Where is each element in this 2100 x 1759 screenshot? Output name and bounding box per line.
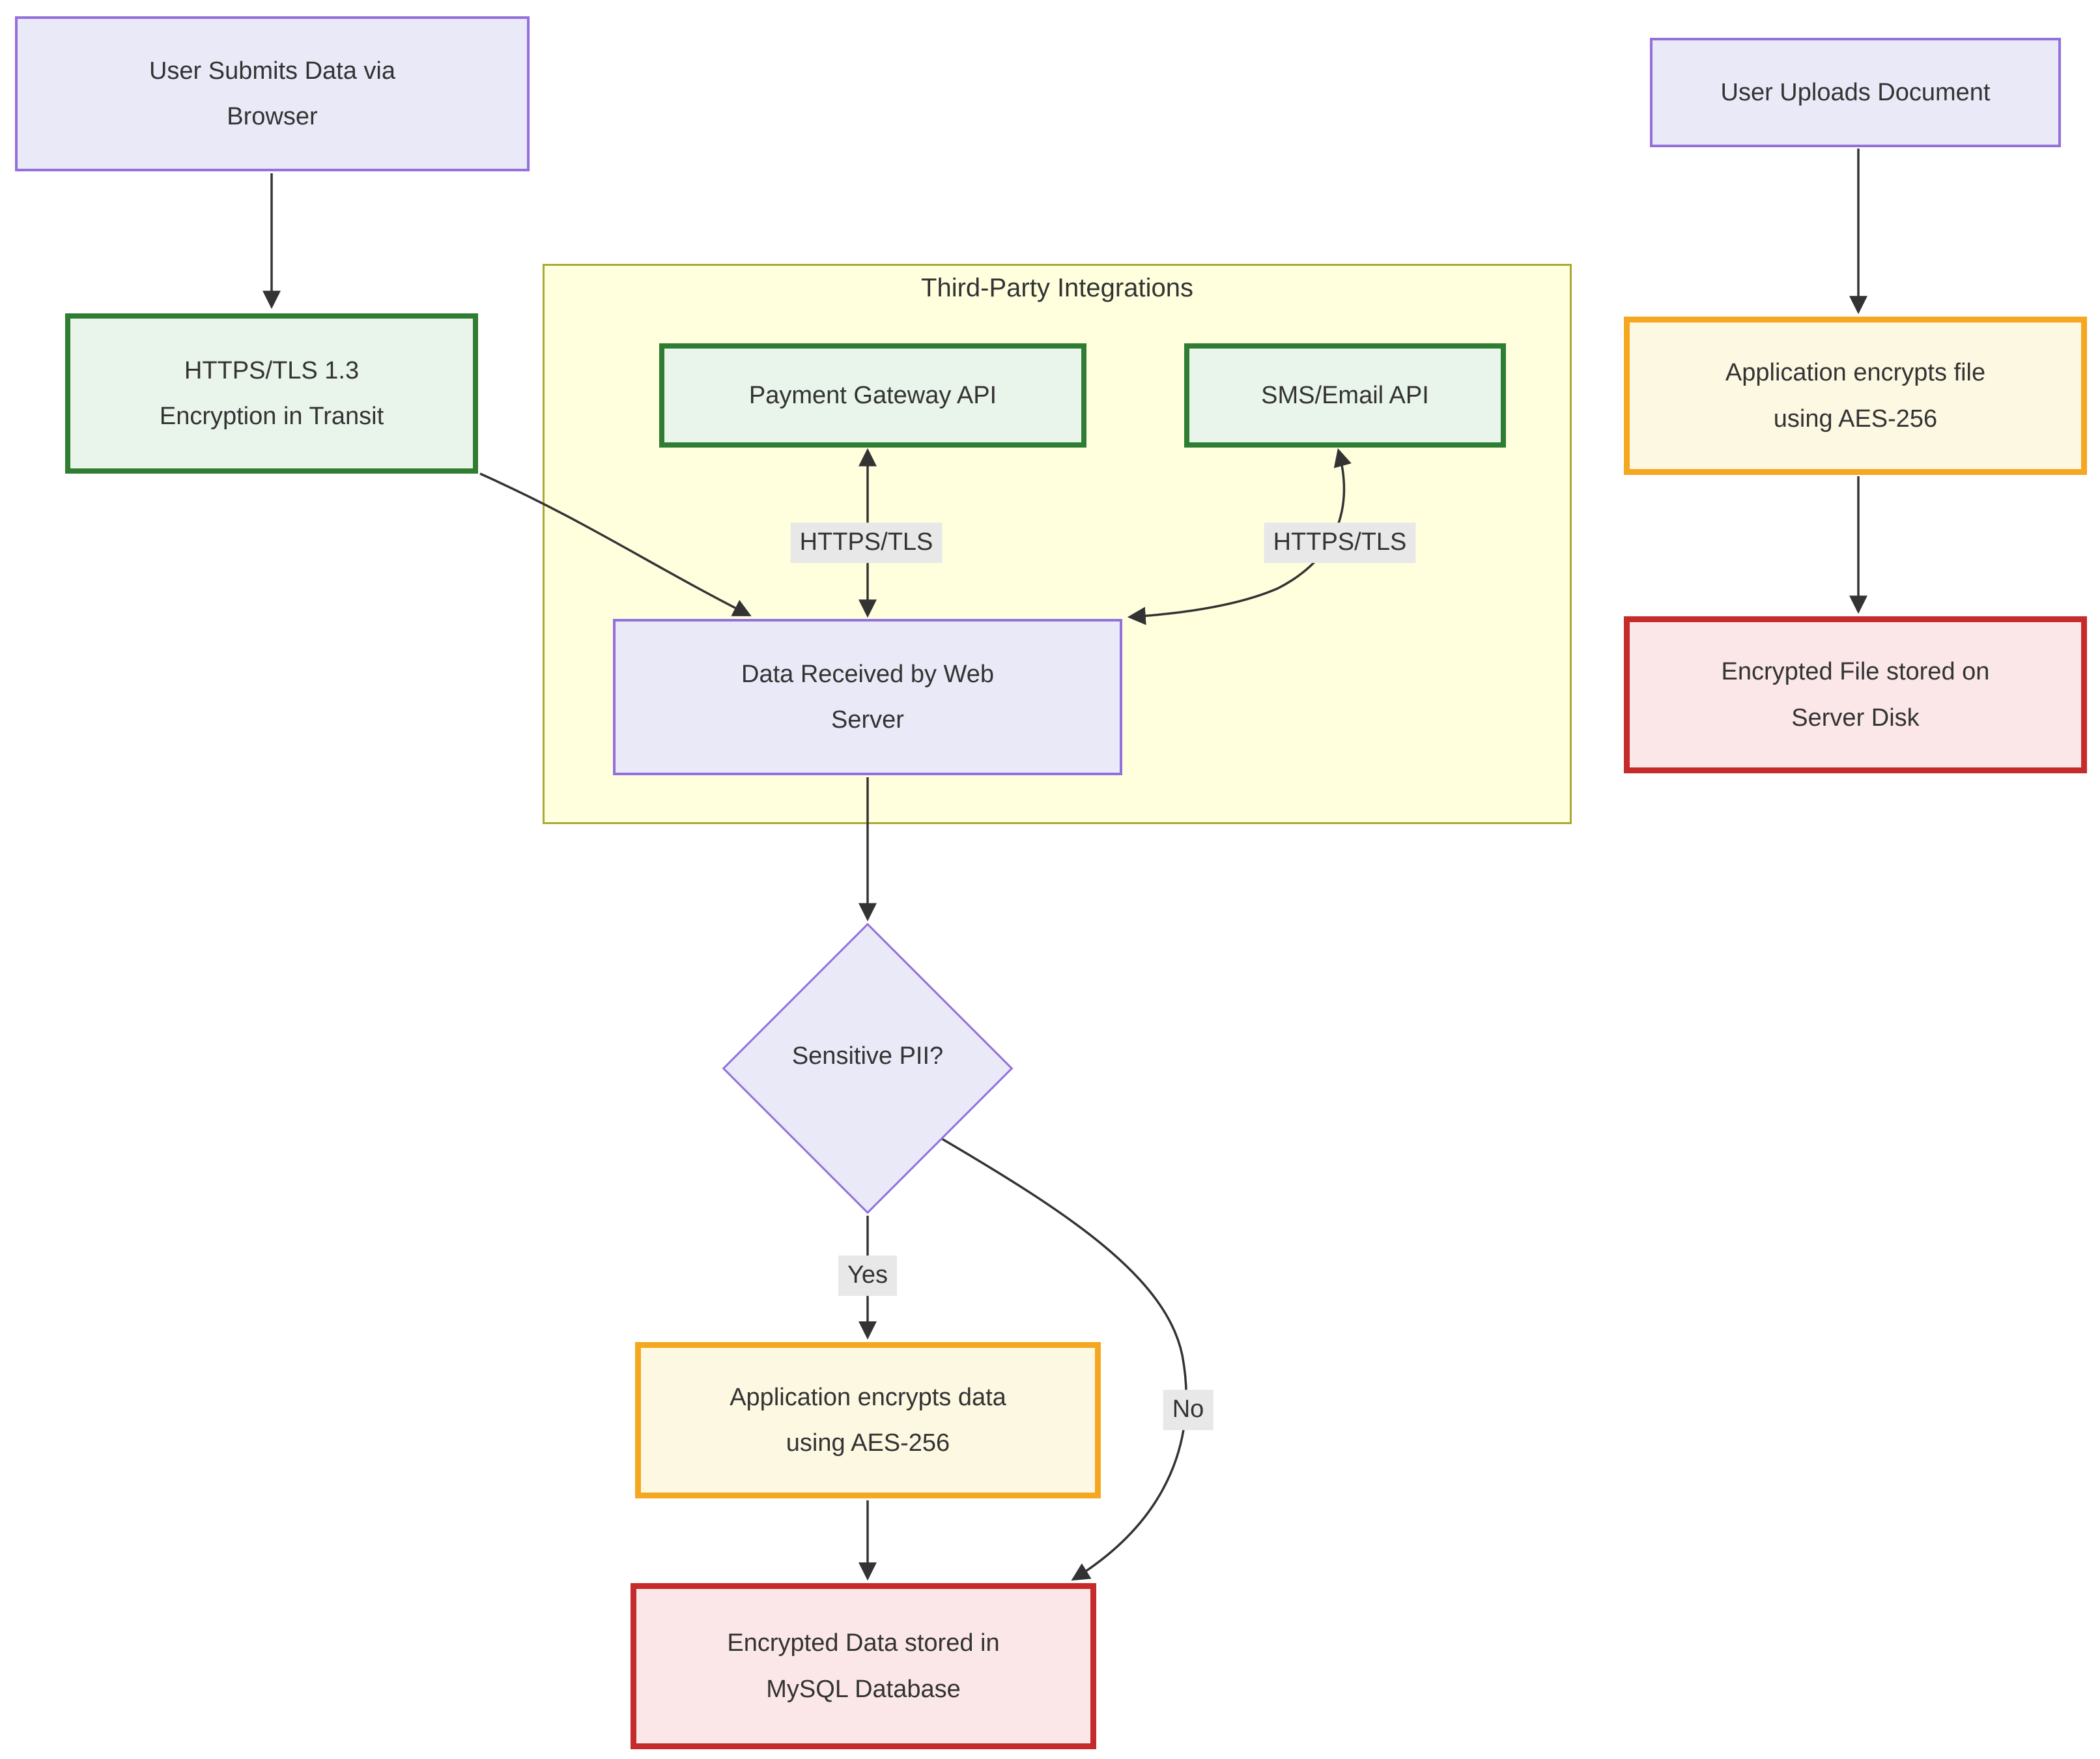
node-data-received-web-server: Data Received by Web Server [613, 619, 1122, 775]
edge-label-yes: Yes [838, 1255, 897, 1296]
node-encrypted-file-server-disk: Encrypted File stored on Server Disk [1624, 616, 2087, 773]
edge-label-https-tls-payment: HTTPS/TLS [790, 522, 943, 563]
node-payment-gateway-api: Payment Gateway API [659, 343, 1086, 448]
subgraph-title: Third-Party Integrations [921, 274, 1193, 302]
decision-sensitive-pii-label: Sensitive PII? [791, 1042, 944, 1070]
node-sms-email-api: SMS/Email API [1184, 343, 1506, 448]
edge-label-no: No [1163, 1390, 1213, 1430]
node-user-submits-data: User Submits Data via Browser [15, 16, 530, 171]
node-encrypted-data-mysql: Encrypted Data stored in MySQL Database [631, 1583, 1096, 1749]
node-user-uploads-document: User Uploads Document [1650, 38, 2061, 147]
node-https-tls-encryption: HTTPS/TLS 1.3 Encryption in Transit [65, 313, 478, 474]
node-application-encrypts-data: Application encrypts data using AES-256 [635, 1342, 1101, 1498]
node-application-encrypts-file: Application encrypts file using AES-256 [1624, 317, 2087, 475]
edge-label-https-tls-sms: HTTPS/TLS [1264, 522, 1416, 563]
